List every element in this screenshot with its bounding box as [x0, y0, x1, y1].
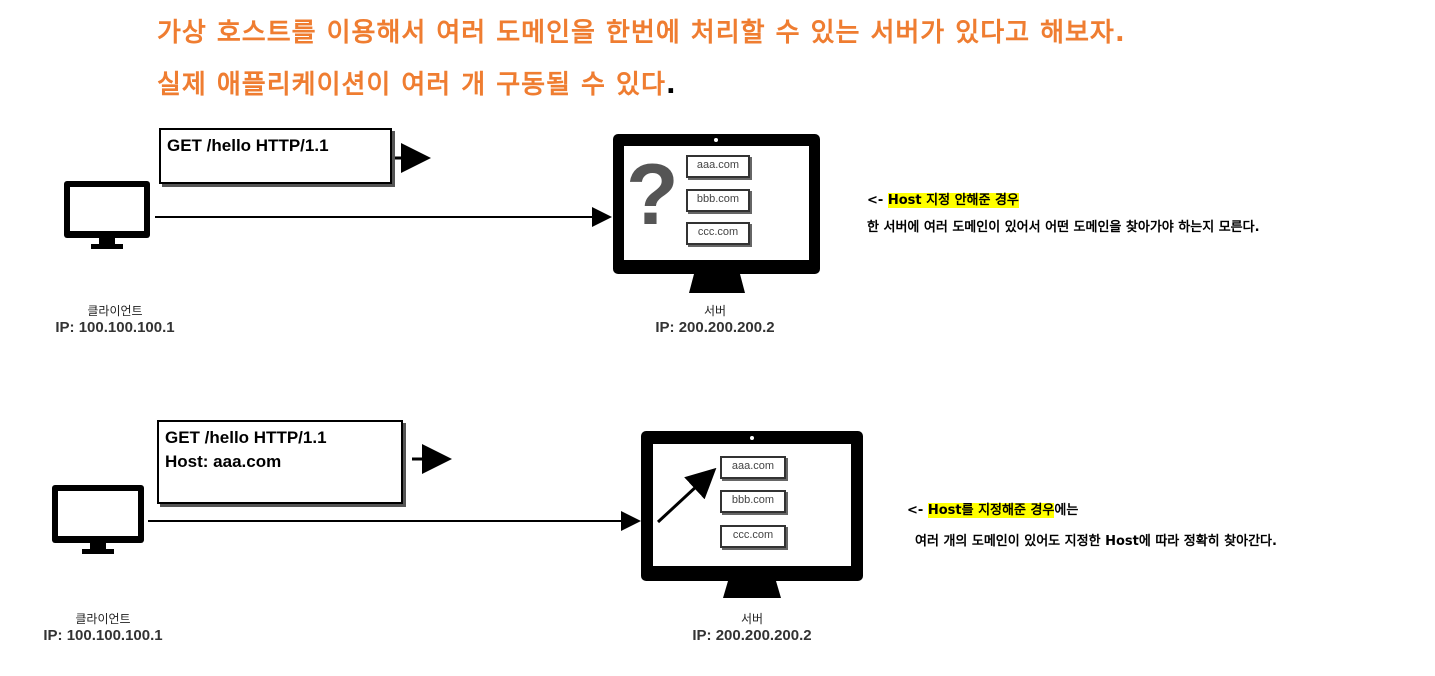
domain-ccc-bottom: ccc.com	[720, 525, 786, 548]
server-ip-bottom: IP: 200.200.200.2	[692, 627, 812, 644]
domain-bbb-top: bbb.com	[686, 189, 750, 212]
title-line-2-text: 실제 애플리케이션이 여러 개 구동될 수 있다	[157, 70, 666, 100]
client-ip-bottom: IP: 100.100.100.1	[43, 627, 163, 644]
client-name-bottom: 클라이언트	[75, 612, 131, 626]
server-label-top: 서버 IP: 200.200.200.2	[620, 302, 810, 336]
note-bottom-prefix: <-	[907, 503, 928, 518]
client-label-bottom: 클라이언트 IP: 100.100.100.1	[8, 610, 198, 644]
client-label-top: 클라이언트 IP: 100.100.100.1	[20, 302, 210, 336]
domain-aaa-bottom: aaa.com	[720, 456, 786, 479]
request-line-1-bottom: GET /hello HTTP/1.1	[165, 428, 327, 447]
note-top-prefix: <-	[867, 193, 888, 208]
client-monitor-icon-top	[64, 181, 150, 249]
server-name-top: 서버	[703, 304, 727, 318]
client-ip-top: IP: 100.100.100.1	[55, 319, 175, 336]
note-bottom-suffix: 에는	[1054, 503, 1079, 518]
domain-bbb-bottom: bbb.com	[720, 490, 786, 513]
request-box-bottom: GET /hello HTTP/1.1 Host: aaa.com	[157, 420, 403, 504]
route-arrow-to-aaa	[656, 467, 717, 524]
note-bottom-highlight: Host를 지정해준 경우	[927, 503, 1055, 518]
title-line-1: 가상 호스트를 이용해서 여러 도메인을 한번에 처리할 수 있는 서버가 있다…	[157, 18, 1126, 48]
server-ip-top: IP: 200.200.200.2	[655, 319, 775, 336]
note-top-line-1: <- Host 지정 안해준 경우	[867, 189, 1019, 208]
title-line-2: 실제 애플리케이션이 여러 개 구동될 수 있다.	[157, 64, 677, 101]
note-top-line-2: 한 서버에 여러 도메인이 있어서 어떤 도메인을 찾아가야 하는지 모른다.	[867, 220, 1260, 235]
server-label-bottom: 서버 IP: 200.200.200.2	[652, 610, 852, 644]
note-bottom-line-1: <- Host를 지정해준 경우에는	[907, 499, 1078, 518]
request-line-1-top: GET /hello HTTP/1.1	[167, 136, 329, 155]
client-monitor-icon-bottom	[52, 485, 144, 554]
server-name-bottom: 서버	[740, 612, 764, 626]
domain-ccc-top: ccc.com	[686, 222, 750, 245]
note-top-highlight: Host 지정 안해준 경우	[887, 193, 1019, 208]
note-bottom-line-2: 여러 개의 도메인이 있어도 지정한 Host에 따라 정확히 찾아간다.	[915, 534, 1277, 549]
question-mark-icon: ?	[626, 147, 679, 243]
request-box-top: GET /hello HTTP/1.1	[159, 128, 392, 184]
request-line-2-bottom: Host: aaa.com	[165, 452, 282, 471]
domain-aaa-top: aaa.com	[686, 155, 750, 178]
client-name-top: 클라이언트	[87, 304, 143, 318]
title-line-2-period: .	[665, 70, 677, 100]
